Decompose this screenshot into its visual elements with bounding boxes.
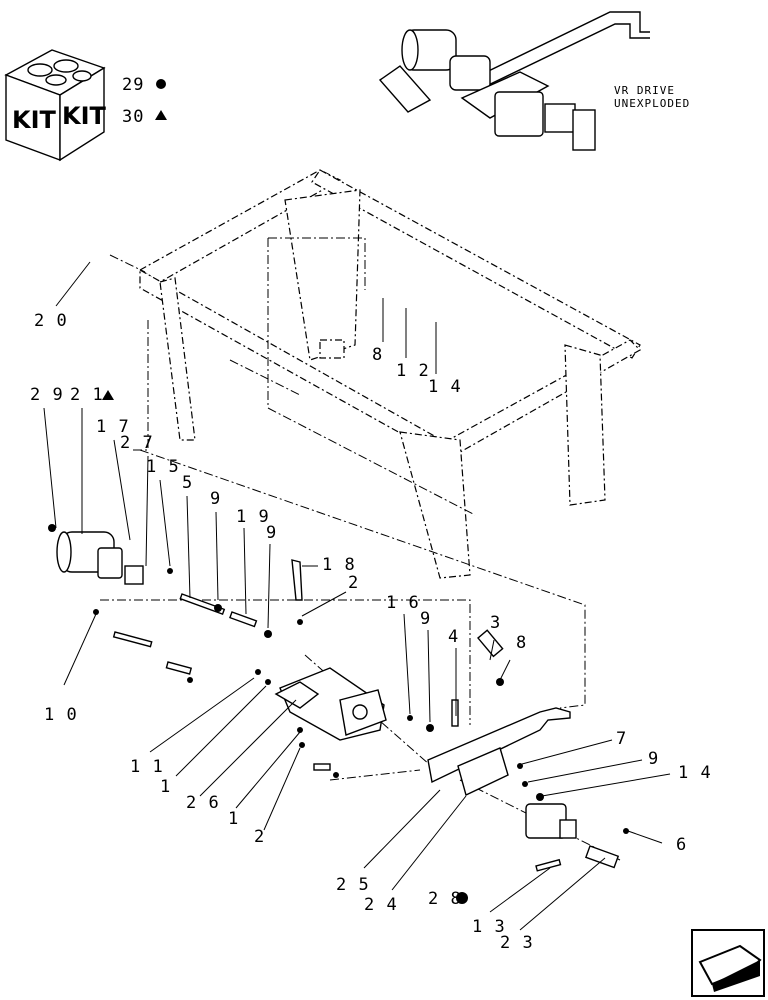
- kit-legend: 29 30: [122, 75, 167, 127]
- callout-11: 1 1: [130, 757, 164, 777]
- callout-9: 9: [648, 749, 659, 769]
- callout-25: 2 5: [336, 875, 370, 895]
- callout-8: 8: [372, 345, 383, 365]
- kit-box-label-left: KIT: [12, 106, 57, 134]
- callout-14: 1 4: [678, 763, 712, 783]
- callout-28: 2 8: [428, 889, 462, 909]
- callout-27: 2 7: [120, 433, 154, 453]
- callout-6: 6: [676, 835, 687, 855]
- callout-19: 1 9: [236, 507, 270, 527]
- triangle-symbol-icon-21: [102, 390, 114, 400]
- callout-9: 9: [420, 609, 431, 629]
- previous-page-arrow-icon[interactable]: [691, 929, 765, 997]
- callout-20: 2 0: [34, 311, 68, 331]
- phantom-frame: [138, 169, 641, 579]
- callout-7: 7: [616, 729, 627, 749]
- callout-5: 5: [182, 473, 193, 493]
- callout-3: 3: [490, 613, 501, 633]
- callout-15: 1 5: [146, 457, 180, 477]
- callout-16: 1 6: [386, 593, 420, 613]
- callout-13: 1 3: [472, 917, 506, 937]
- left-drive-parts: [48, 524, 303, 638]
- callout-21: 2 1: [70, 385, 104, 405]
- leader-lines: [43, 261, 671, 931]
- callout-18: 1 8: [322, 555, 356, 575]
- callout-24: 2 4: [364, 895, 398, 915]
- callout-29: 2 9: [30, 385, 64, 405]
- kit-legend-number-1: 29: [122, 75, 144, 95]
- callout-23: 2 3: [500, 933, 534, 953]
- kit-box-label-right: KIT: [62, 102, 107, 130]
- vr-drive-note-line1: VR DRIVE: [614, 84, 675, 97]
- vr-drive-unexploded-assembly: VR DRIVE UNEXPLODED: [378, 11, 690, 151]
- right-bracket-parts: [407, 629, 629, 872]
- callout-8: 8: [516, 633, 527, 653]
- callout-12: 1 2: [396, 361, 430, 381]
- callout-1: 1: [228, 809, 239, 829]
- vr-drive-note-line2: UNEXPLODED: [614, 97, 690, 110]
- callout-26: 2 6: [186, 793, 220, 813]
- circle-symbol-icon: [156, 79, 166, 89]
- callout-17: 1 7: [96, 417, 130, 437]
- kit-legend-number-2: 30: [122, 107, 144, 127]
- callout-4: 4: [448, 627, 459, 647]
- callout-2: 2: [348, 573, 359, 593]
- callout-10: 1 0: [44, 705, 78, 725]
- callout-14: 1 4: [428, 377, 462, 397]
- callout-labels: 2 0 8 1 2 1 4 2 9 2 1 1 7 2 7 1 5 5 9 1 …: [30, 311, 712, 953]
- center-bracket-parts: [112, 631, 387, 778]
- callout-2: 2: [254, 827, 265, 847]
- circle-symbol-icon-28: [456, 892, 468, 904]
- callout-9: 9: [210, 489, 221, 509]
- kit-box-icon: KIT KIT: [4, 49, 107, 162]
- triangle-symbol-icon: [155, 110, 167, 120]
- callout-1: 1: [160, 777, 171, 797]
- callout-9: 9: [266, 523, 277, 543]
